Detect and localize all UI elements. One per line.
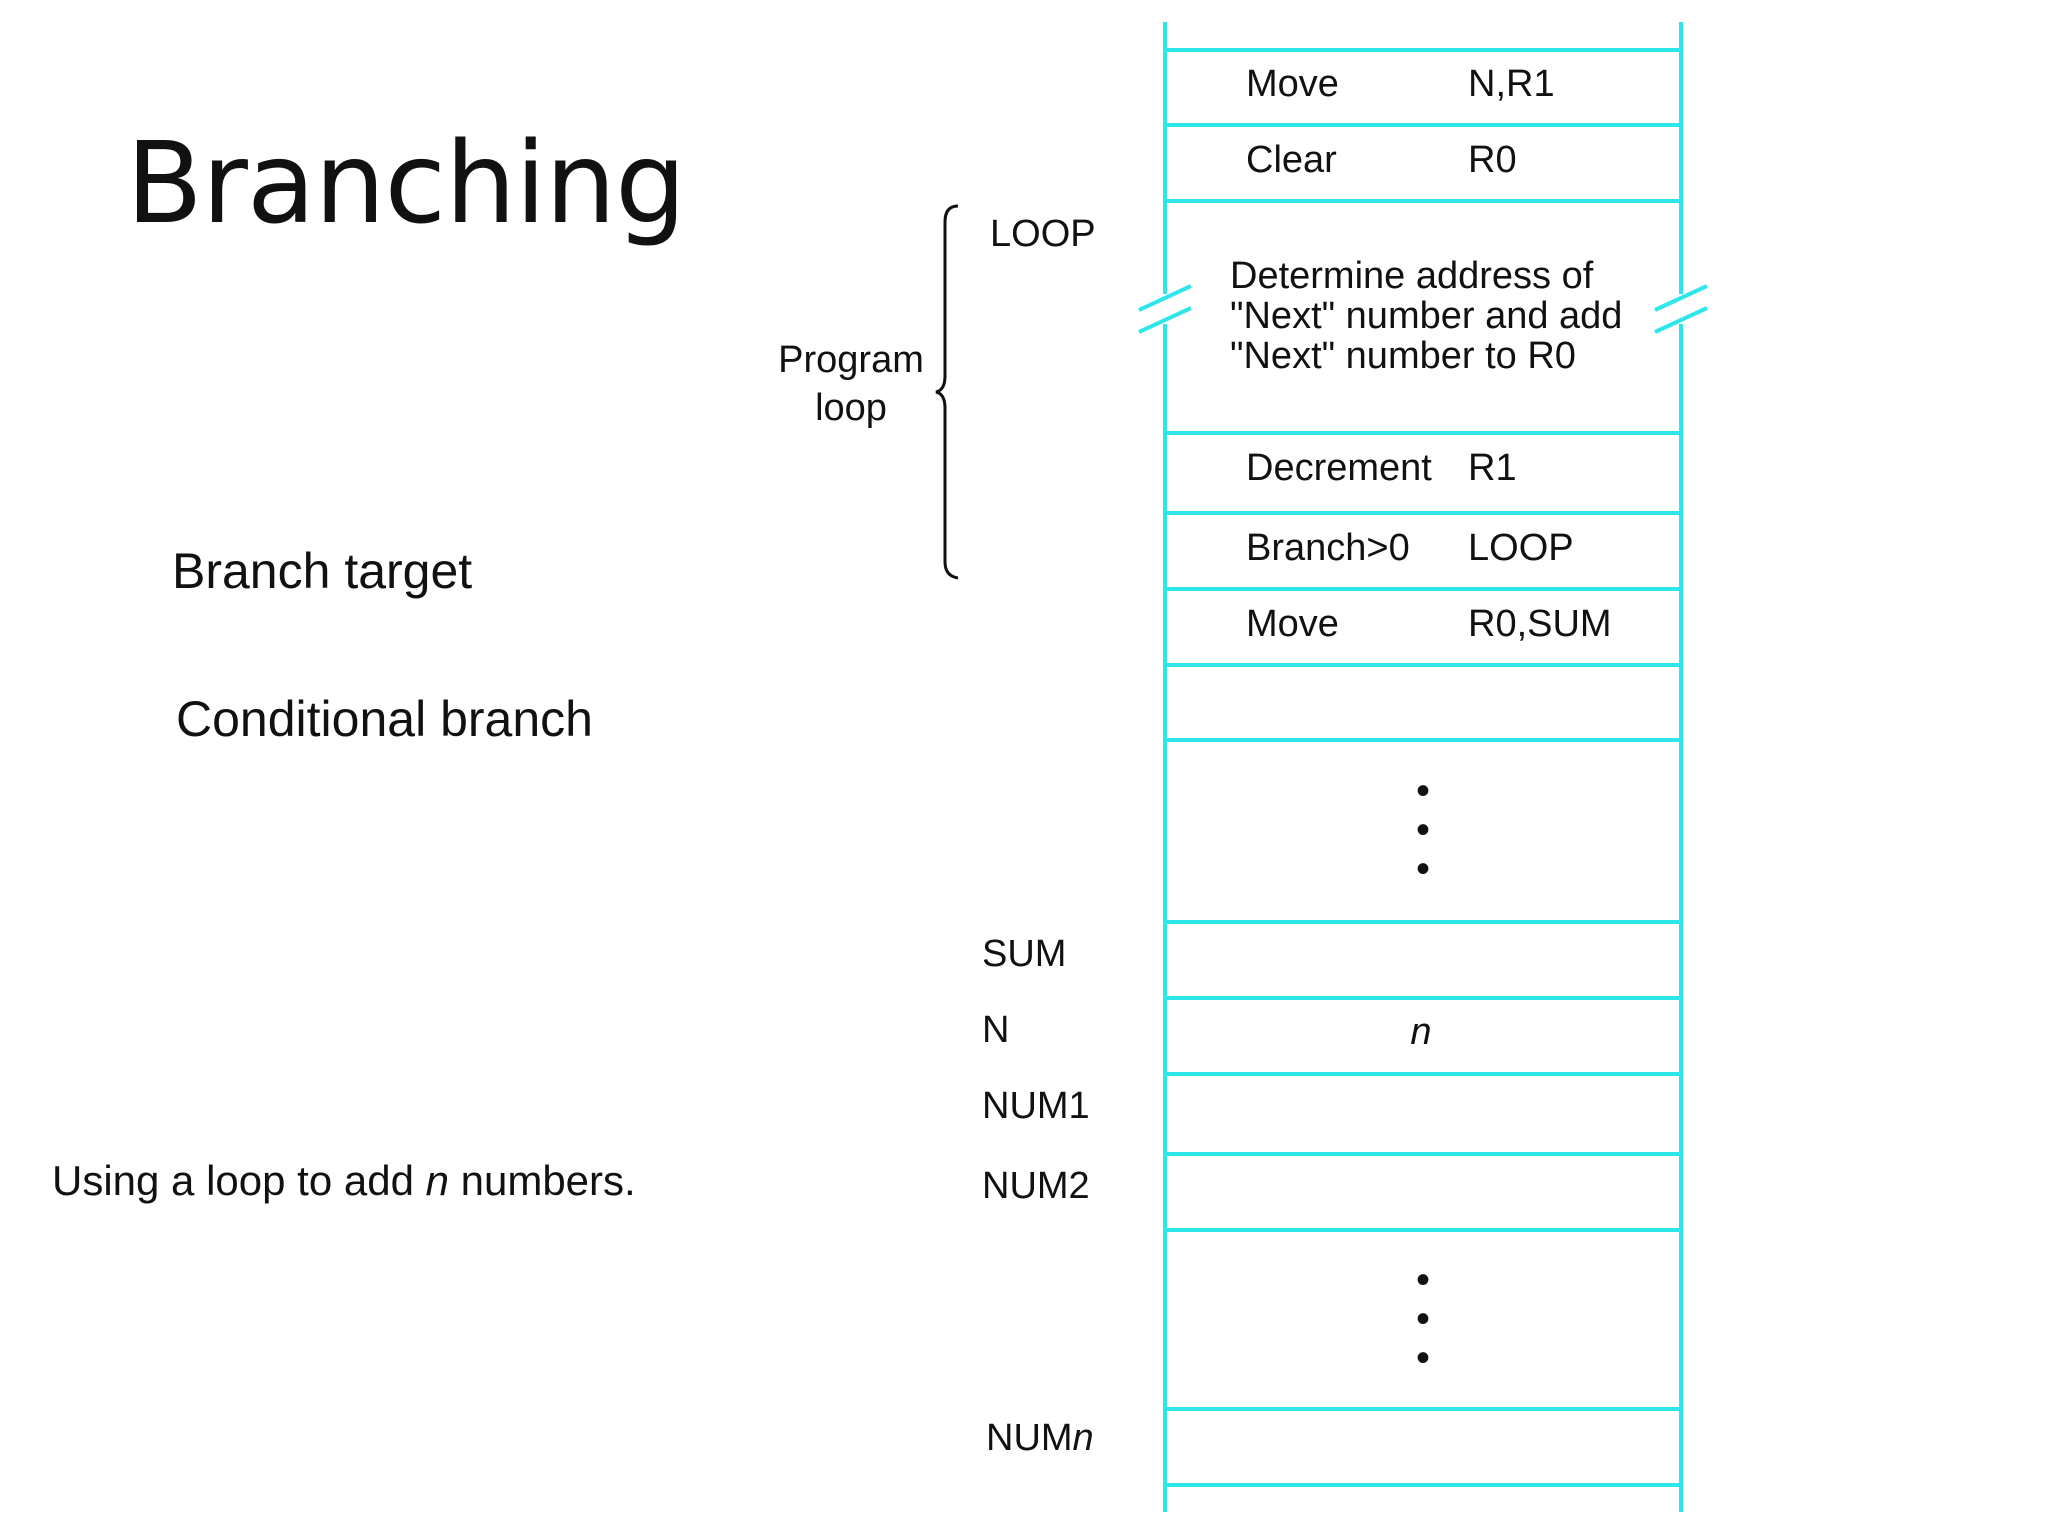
ellipsis-dot-5: •	[1416, 1297, 1430, 1341]
instr-3-line-2: "Next" number and add	[1230, 295, 1622, 337]
instr-5-operand: LOOP	[1468, 527, 1574, 569]
break-mark-2	[1138, 306, 1192, 334]
instr-5-opcode: Branch>0	[1246, 527, 1410, 569]
memory-grid	[1138, 22, 1708, 1512]
num2-label: NUM2	[982, 1165, 1090, 1207]
instr-3-line-1: Determine address of	[1230, 255, 1594, 297]
caption-suffix: numbers.	[448, 1157, 636, 1204]
instr-6-operand: R0,SUM	[1468, 603, 1612, 645]
instr-4-opcode: Decrement	[1246, 447, 1432, 489]
bullet-conditional-branch: Conditional branch	[176, 691, 593, 747]
figure-caption: Using a loop to add n numbers.	[52, 1160, 636, 1202]
instr-6-opcode: Move	[1246, 603, 1339, 645]
break-mark-4	[1654, 306, 1708, 334]
instr-2-operand: R0	[1468, 139, 1517, 181]
ellipsis-dot-3: •	[1416, 847, 1430, 891]
instr-3-line-3: "Next" number to R0	[1230, 335, 1576, 377]
n-label: N	[982, 1009, 1009, 1051]
caption-variable: n	[425, 1157, 449, 1204]
instr-1-opcode: Move	[1246, 63, 1339, 105]
bracket-label-line-1: Program	[778, 339, 924, 381]
caption-prefix: Using a loop to add	[52, 1157, 426, 1204]
instr-4-operand: R1	[1468, 447, 1517, 489]
loop-label: LOOP	[990, 213, 1096, 255]
ellipsis-dot-4: •	[1416, 1258, 1430, 1302]
ellipsis-dot-1: •	[1416, 769, 1430, 813]
bracket-label-line-2: loop	[815, 387, 887, 429]
instr-2-opcode: Clear	[1246, 139, 1337, 181]
n-value: n	[1410, 1011, 1431, 1053]
ellipsis-dot-2: •	[1416, 808, 1430, 852]
numn-label-suffix: n	[1073, 1417, 1094, 1459]
break-mark-1	[1138, 284, 1192, 312]
instr-1-operand: N,R1	[1468, 63, 1555, 105]
bullet-branch-target: Branch target	[172, 543, 473, 599]
numn-label-prefix: NUM	[986, 1417, 1073, 1459]
break-mark-3	[1654, 284, 1708, 312]
sum-label: SUM	[982, 933, 1066, 975]
slide-title: Branching	[126, 119, 686, 249]
program-loop-bracket	[935, 204, 959, 580]
numn-label: NUMn	[986, 1417, 1094, 1459]
ellipsis-dot-6: •	[1416, 1336, 1430, 1380]
num1-label: NUM1	[982, 1085, 1090, 1127]
